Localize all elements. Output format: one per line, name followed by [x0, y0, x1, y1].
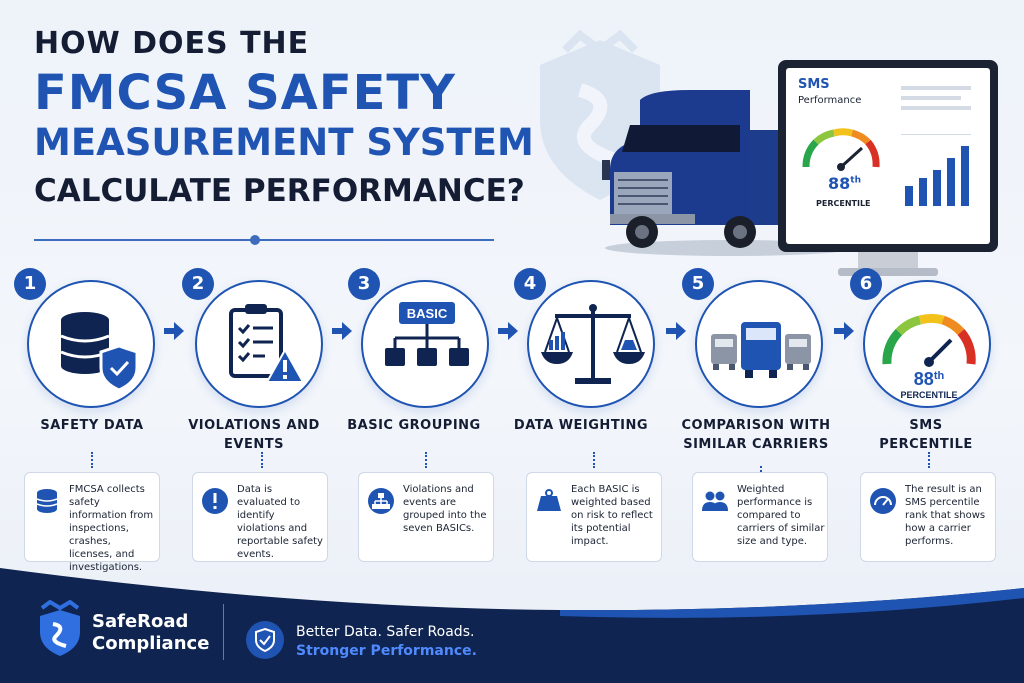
step-3-label: BASIC GROUPING: [347, 418, 481, 433]
step-1-card: FMCSA collects safety information from i…: [24, 472, 160, 573]
step-2-description: Data is evaluated to identify violations…: [237, 484, 323, 560]
database-icon: [36, 489, 58, 513]
step-4-label: DATA WEIGHTING: [513, 418, 649, 433]
step-3-number: 3: [348, 268, 380, 300]
brand-name: SafeRoad Compliance: [92, 611, 209, 655]
step-1-label: SAFETY DATA: [40, 418, 144, 433]
step-3-circle: BASIC: [361, 280, 489, 408]
brand-line-2: Compliance: [92, 633, 210, 654]
saferoad-logo-icon: [40, 600, 80, 656]
connector: [261, 452, 263, 468]
step-4-description: Each BASIC is weighted based on risk to …: [571, 484, 653, 547]
arrow-right-icon: [498, 322, 518, 340]
step-2-card: Data is evaluated to identify violations…: [192, 472, 328, 562]
step-5-label: COMPARISON WITH SIMILAR CARRIERS: [681, 418, 831, 452]
step-2-number: 2: [182, 268, 214, 300]
step-1-number: 1: [14, 268, 46, 300]
title-line-2: FMCSA SAFETY: [34, 65, 456, 121]
tagline-1: Better Data. Safer Roads.: [296, 624, 475, 640]
hierarchy-icon: BASIC: [385, 302, 469, 366]
bar-chart-icon: [901, 134, 971, 206]
step-5-circle: [695, 280, 823, 408]
gauge-icon: 88th PERCENTILE: [882, 313, 976, 400]
connector: [760, 466, 762, 472]
step-6-number: 6: [850, 268, 882, 300]
footer-divider: [223, 604, 224, 660]
step-6-description: The result is an SMS percentile rank tha…: [905, 484, 986, 547]
step-5-number: 5: [682, 268, 714, 300]
monitor-title: SMS: [798, 77, 830, 92]
step-2-label: VIOLATIONS AND EVENTS: [188, 418, 320, 452]
scale-icon: [541, 304, 645, 384]
alert-icon: [202, 488, 228, 514]
connector: [928, 452, 930, 468]
arrow-right-icon: [834, 322, 854, 340]
basic-badge-text: BASIC: [407, 306, 448, 321]
speedometer-icon: [870, 488, 896, 514]
step-3-card: Violations and events are grouped into t…: [358, 472, 494, 562]
connector: [593, 452, 595, 468]
clipboard-warning-icon: [229, 304, 305, 383]
step-6-label: SMS PERCENTILE: [879, 418, 973, 452]
brand-line-1: SafeRoad: [92, 611, 189, 632]
text-lines-icon: [901, 86, 971, 110]
step-2-circle: [195, 280, 323, 408]
shield-check-icon: [246, 621, 284, 659]
title-line-4: CALCULATE PERFORMANCE?: [34, 173, 525, 209]
monitor: SMS Performance 88th PERCENTILE: [778, 60, 998, 252]
truck-icon: [602, 90, 860, 256]
arrow-right-icon: [666, 322, 686, 340]
org-chart-icon: [368, 488, 394, 514]
step-3-description: Violations and events are grouped into t…: [403, 484, 487, 534]
monitor-percentile-value: 88th: [828, 174, 861, 193]
title-line-1: HOW DOES THE: [34, 26, 310, 61]
gauge-suffix: th: [934, 370, 945, 382]
step-5-description: Weighted performance is compared to carr…: [737, 484, 825, 547]
weight-icon: [537, 489, 561, 511]
step-1-circle: [27, 280, 155, 408]
connector: [425, 452, 427, 468]
title-divider: [34, 235, 494, 245]
tagline-2: Stronger Performance.: [296, 643, 477, 659]
gauge-value: 88: [914, 369, 934, 389]
step-6-card: The result is an SMS percentile rank tha…: [860, 472, 996, 562]
step-5-card: Weighted performance is compared to carr…: [692, 472, 828, 562]
gauge-icon: [802, 128, 880, 171]
gauge-caption: PERCENTILE: [900, 390, 957, 400]
step-4-card: Each BASIC is weighted based on risk to …: [526, 472, 662, 562]
monitor-subtitle: Performance: [798, 95, 862, 106]
svg-text:88th: 88th: [914, 369, 945, 389]
connector: [91, 452, 93, 468]
step-4-circle: [527, 280, 655, 408]
trucks-icon: [711, 322, 811, 378]
title-line-3: MEASUREMENT SYSTEM: [34, 121, 534, 164]
monitor-screen: SMS Performance 88th PERCENTILE: [786, 68, 990, 244]
step-4-number: 4: [514, 268, 546, 300]
arrow-right-icon: [164, 322, 184, 340]
page-title: HOW DOES THE FMCSA SAFETY MEASUREMENT SY…: [34, 26, 554, 212]
database-shield-icon: [60, 312, 139, 392]
step-1-description: FMCSA collects safety information from i…: [69, 484, 154, 573]
step-6-circle: 88th PERCENTILE: [863, 280, 991, 408]
hero-illustration: SMS Performance 88th PERCENTILE: [520, 30, 1020, 280]
monitor-percentile-caption: PERCENTILE: [816, 199, 871, 208]
arrow-right-icon: [332, 322, 352, 340]
users-icon: [702, 491, 728, 511]
